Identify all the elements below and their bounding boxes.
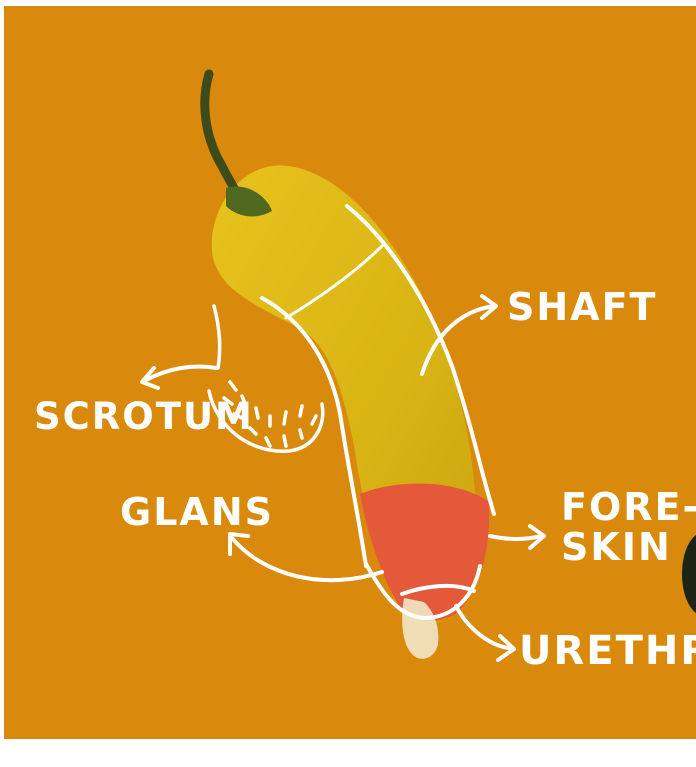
pepper-tip [360,484,489,622]
label-foreskin-line1: FORE- [561,488,696,528]
pepper-stem [205,74,244,206]
anatomy-photo: SHAFT SCROTUM GLANS FORE- SKIN URETHRA [4,6,696,739]
scrotum-arrow [146,367,216,381]
label-scrotum: SCROTUM [34,398,254,437]
glans-arrow [232,538,382,580]
label-foreskin: FORE- SKIN [561,488,696,568]
label-shaft: SHAFT [507,288,657,328]
label-foreskin-line2: SKIN [561,528,696,568]
foreskin-arrow [490,536,542,539]
urethra-arrow [456,606,509,648]
label-glans: GLANS [120,493,274,533]
label-urethra: URETHRA [519,630,696,672]
